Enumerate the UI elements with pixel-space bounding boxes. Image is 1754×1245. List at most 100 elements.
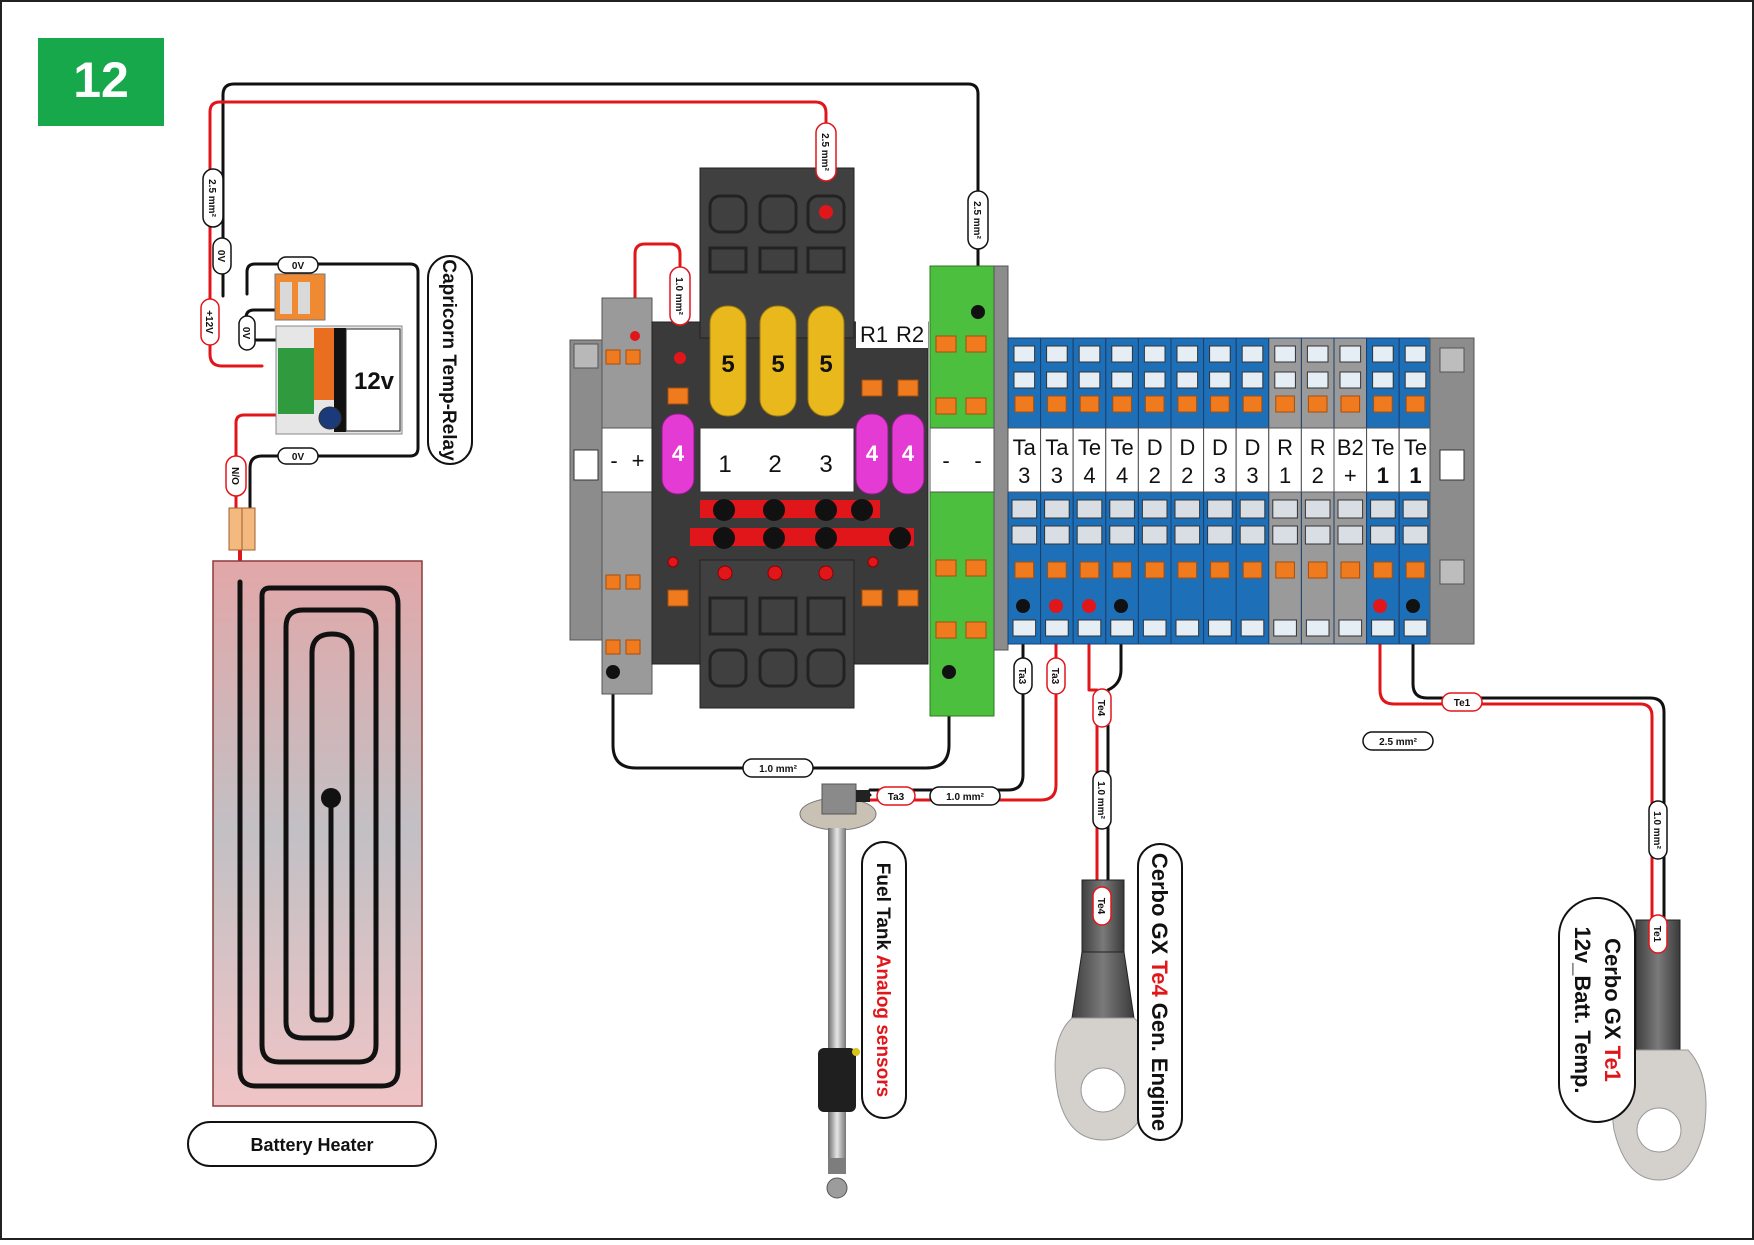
terminal-column: Te 4 [1072, 337, 1107, 645]
wire-label-ta3-wire: 1.0 mm² [929, 786, 1001, 806]
orange-levers [605, 335, 987, 655]
fuel-tank-sensor [799, 783, 877, 1199]
wire-te1-black [1411, 604, 1666, 922]
wire-label-top-green: 2.5 mm² [967, 190, 989, 250]
term-dot-ta3-a [1016, 599, 1030, 613]
svg-text:Cerbo GX Te1: Cerbo GX Te1 [1600, 938, 1625, 1082]
terminal-label-bottom: 4 [1083, 463, 1095, 488]
te4-label-b: Te4 [1147, 960, 1172, 997]
fuse-top-slots [708, 194, 846, 688]
svg-text:Te4: Te4 [1095, 700, 1106, 717]
wire-label-te1-size: 2.5 mm² [1362, 731, 1434, 751]
wire-label-ov-relay-bottom: 0V [277, 447, 319, 465]
step-badge: 12 [38, 38, 164, 126]
terminal-column: Te4 [1105, 337, 1139, 645]
wire-relay-0v-loop [245, 262, 420, 517]
yellow-fuse-3: 5 [819, 351, 832, 378]
term-dot-te1-b [1406, 599, 1420, 613]
terminal-column: D2 [1170, 337, 1205, 645]
relay-green-terminal [278, 348, 314, 414]
terminal-column: D2 [1137, 337, 1172, 645]
green-sign-1: - [942, 448, 949, 473]
step-badge-bg [38, 38, 164, 126]
fuse-label-strip [699, 427, 855, 493]
green-top-dot [971, 305, 985, 319]
relay-label-r2: R2 [896, 322, 924, 347]
slot-number-2: 2 [768, 451, 781, 478]
terminal-column: Ta3 [1007, 337, 1042, 645]
battery-heater-pill: Battery Heater [187, 1121, 437, 1167]
svg-text:0V: 0V [215, 250, 226, 263]
wire-label-top-fuse: 2.5 mm² [815, 122, 837, 182]
battery-heater-label: Battery Heater [250, 1135, 373, 1155]
svg-text:+12V: +12V [203, 310, 214, 334]
wire-te4-black [1106, 604, 1123, 882]
wire-label-no: N/O [225, 455, 247, 497]
step-badge-number: 12 [73, 52, 129, 108]
fuel-tank-label-pill: Fuel Tank Analog sensors [861, 841, 907, 1119]
heater-element [237, 579, 401, 1089]
pink-fuse-2: 4 [866, 441, 879, 466]
wire-te1-red [1378, 604, 1654, 922]
fuse-block: - + 1 2 3 5 5 5 4 4 [569, 167, 1009, 717]
svg-text:2.5 mm²: 2.5 mm² [971, 201, 982, 239]
terminal-column: Ta3 [1040, 337, 1074, 645]
svg-text:0V: 0V [240, 327, 251, 340]
wire-label-ov-vertical: 0V [212, 237, 232, 275]
wire-label-te1-wire: 1.0 mm² [1648, 800, 1668, 860]
term-dot-te1-a [1373, 599, 1387, 613]
terminal-column: R2 [1300, 337, 1335, 645]
wire-top-red [208, 100, 828, 368]
wire-label-plus12v: +12V [200, 298, 220, 346]
terminal-column: D3 [1235, 337, 1270, 645]
svg-text:Cerbo GX Te4 Gen. Engine: Cerbo GX Te4 Gen. Engine [1147, 853, 1172, 1131]
wire-label-bottom-loop: 1.0 mm² [742, 758, 814, 778]
terminal-label-bottom: 2 [1312, 463, 1324, 488]
wire-ta3-red [868, 604, 1058, 802]
svg-text:Te1: Te1 [1454, 698, 1471, 709]
green-bottom-dot [942, 665, 956, 679]
wire-label-te4-wire: 1.0 mm² [1092, 770, 1112, 830]
slot-number-1: 1 [718, 451, 731, 478]
terminal-label-top: Te [1078, 435, 1101, 460]
sensor-head [821, 783, 857, 815]
terminal-label-top: R [1310, 435, 1326, 460]
wire-label-te4-sensor: Te4 [1092, 886, 1112, 926]
term-dot-te4-b [1114, 599, 1128, 613]
wire-top-black [221, 82, 980, 314]
wire-label-ov-relay-top: 0V [277, 256, 319, 274]
pink-fuse-3: 4 [902, 441, 915, 466]
heater-pad [212, 560, 423, 1107]
wire-label-te4-top: Te4 [1092, 688, 1112, 728]
pink-fuses: 4 4 4 [661, 413, 925, 495]
yellow-fuse-1: 5 [721, 351, 734, 378]
left-bottom-dot [606, 665, 620, 679]
terminal-column: B2+ [1333, 337, 1368, 645]
relay-title-pill: Capricorn Temp-Relay [427, 255, 473, 465]
svg-text:0V: 0V [292, 452, 305, 463]
terminal-column: D3 [1203, 337, 1237, 645]
svg-text:Te4: Te4 [1095, 898, 1106, 915]
svg-text:1.0 mm²: 1.0 mm² [759, 764, 797, 775]
terminal-label-top: Ta [1045, 435, 1069, 460]
terminal-label-bottom: 3 [1214, 463, 1226, 488]
bridge-bottom [690, 528, 914, 546]
terminal-label-top: D [1212, 435, 1228, 460]
terminal-label-top: Ta [1013, 435, 1037, 460]
wire-label-left-fuse-in: 1.0 mm² [669, 266, 691, 326]
terminal-label-top: Te [1371, 435, 1394, 460]
svg-text:Fuel Tank Analog sensors: Fuel Tank Analog sensors [872, 863, 893, 1097]
terminal-label-bottom: + [1344, 463, 1357, 488]
wire-label-ta3-a: Ta3 [1013, 657, 1033, 695]
terminal-label-bottom: 1 [1409, 463, 1421, 488]
term-dot-ta3-b [1049, 599, 1063, 613]
terminal-label-top: D [1245, 435, 1261, 460]
terminal-column: R1 [1268, 337, 1302, 645]
fuel-label-b: Analog sensors [872, 955, 893, 1098]
te1-line2: 12v_Batt. Temp. [1570, 926, 1595, 1093]
svg-text:Ta3: Ta3 [1049, 668, 1060, 685]
svg-text:Ta3: Ta3 [888, 792, 905, 803]
left-sign-plus: + [632, 448, 645, 473]
